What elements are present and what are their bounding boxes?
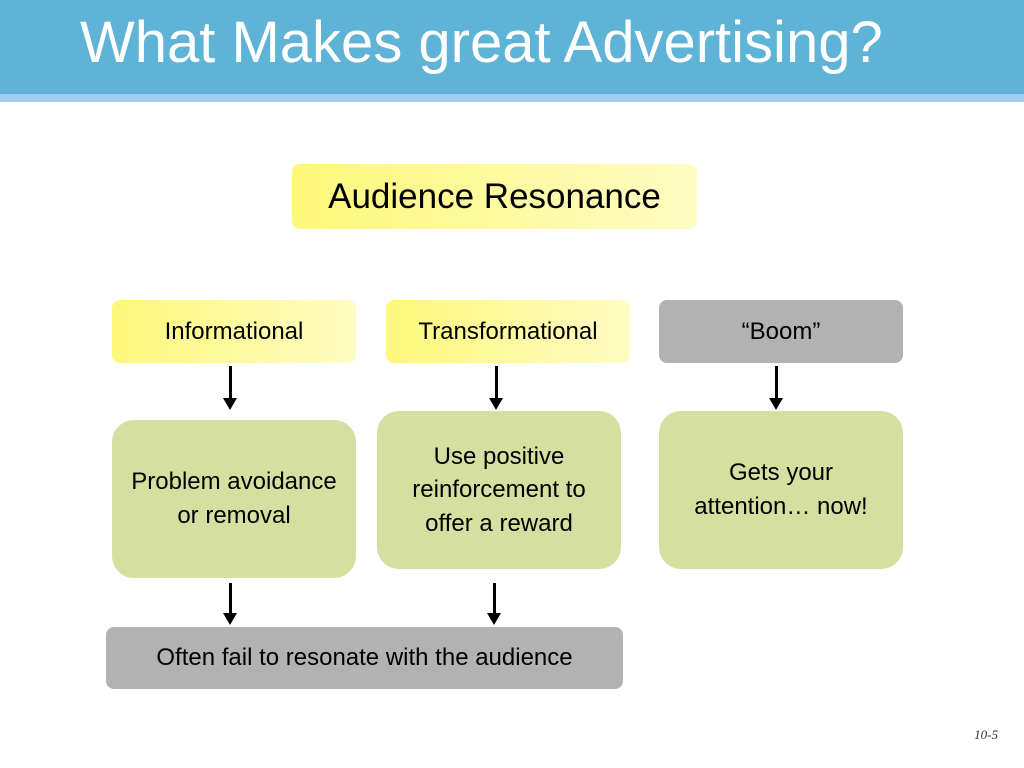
arrow-transformational-outcome <box>487 583 503 625</box>
page-number: 10-5 <box>974 727 998 742</box>
arrow-informational-down <box>223 366 239 410</box>
title-underline <box>0 94 1024 102</box>
category-informational: Informational <box>112 300 356 363</box>
category-boom: “Boom” <box>659 300 903 363</box>
description-informational: Problem avoidance or removal <box>112 420 356 578</box>
arrow-boom-down <box>769 366 785 410</box>
arrow-informational-outcome <box>223 583 239 625</box>
category-transformational: Transformational <box>386 300 630 363</box>
description-boom: Gets your attention… now! <box>659 411 903 569</box>
outcome-box: Often fail to resonate with the audience <box>106 627 623 689</box>
root-node-audience-resonance: Audience Resonance <box>292 164 697 229</box>
title-bar <box>0 0 1024 94</box>
slide-title: What Makes great Advertising? <box>80 10 883 75</box>
description-transformational: Use positive reinforcement to offer a re… <box>377 411 621 569</box>
arrow-transformational-down <box>489 366 505 410</box>
